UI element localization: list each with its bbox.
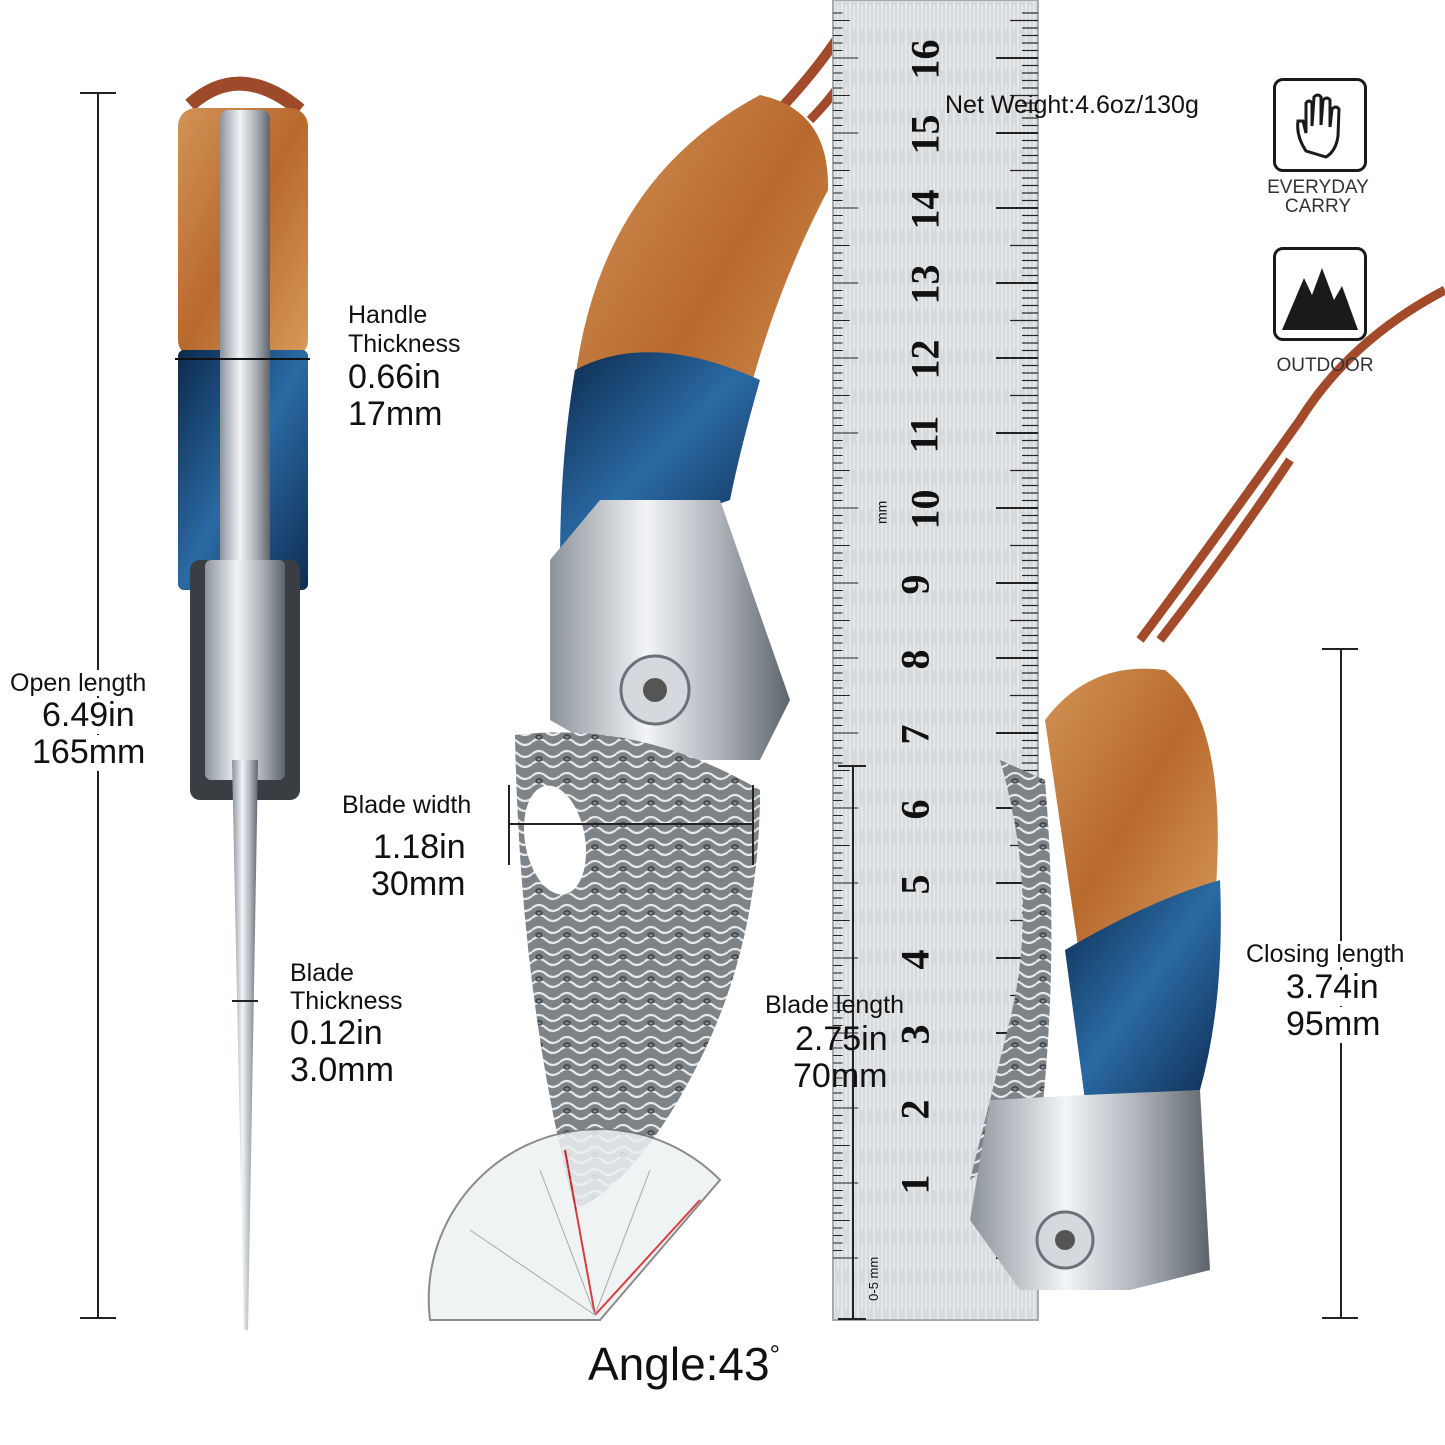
blade-width-inch: 1.18in [373, 828, 466, 866]
closed-knife [970, 286, 1445, 1290]
protractor [427, 1128, 722, 1321]
ruler-number: 2 [892, 1099, 938, 1120]
blade-length-inch: 2.75in [795, 1020, 888, 1058]
side-view-knife [178, 76, 308, 1330]
blade-width-mm: 30mm [371, 865, 466, 903]
ruler-number: 10 [902, 489, 948, 530]
ruler-number: 5 [892, 874, 938, 895]
ruler-number: 3 [892, 1024, 938, 1045]
open-length-label: Open length [10, 669, 147, 697]
ruler-number: 9 [892, 574, 938, 595]
handle-thickness-mm: 17mm [348, 395, 443, 433]
angle-label: Angle:43° [588, 1340, 780, 1388]
ruler-number: 12 [902, 339, 948, 380]
hand-icon [1273, 78, 1367, 172]
ruler-number: 7 [892, 724, 938, 745]
badge-caption-line1: EVERYDAY [1267, 177, 1369, 198]
open-knife [515, 0, 885, 1210]
net-weight-label: Net Weight:4.6oz/130g [945, 91, 1199, 119]
badge-outdoor-caption: OUTDOOR [1276, 355, 1374, 376]
handle-thickness-label-line2: Thickness [348, 330, 461, 358]
blade-width-line [510, 823, 754, 825]
ruler-number: 13 [902, 264, 948, 305]
handle-thickness-inch: 0.66in [348, 358, 441, 396]
ruler-number: 14 [902, 189, 948, 230]
closing-length-inch: 3.74in [1286, 968, 1379, 1006]
ruler-number: 15 [902, 114, 948, 155]
open-length-inch: 6.49in [42, 696, 135, 734]
blade-thickness-inch: 0.12in [290, 1014, 383, 1052]
blade-thickness-label-line2: Thickness [290, 987, 403, 1015]
open-length-mm: 165mm [32, 733, 146, 771]
open-length-cap-top [80, 92, 116, 94]
blade-length-line [852, 765, 854, 1320]
angle-degree-symbol: ° [769, 1339, 781, 1370]
closing-length-label: Closing length [1246, 940, 1405, 968]
open-length-cap-bottom [80, 1317, 116, 1319]
blade-length-label: Blade length [765, 991, 905, 1019]
ruler-unit-label: 0-5 mm [866, 1256, 882, 1301]
blade-width-cap-right [752, 785, 754, 865]
angle-value: Angle:43 [588, 1338, 770, 1390]
mountain-icon [1273, 247, 1367, 341]
blade-length-cap-bottom [838, 1318, 866, 1320]
badge-everyday-carry-caption: EVERYDAY CARRY [1250, 178, 1386, 216]
badge-caption-line2: CARRY [1284, 196, 1352, 217]
closing-length-cap-top [1322, 648, 1358, 650]
ruler-number: 16 [902, 39, 948, 80]
closing-length-mm: 95mm [1286, 1005, 1381, 1043]
ruler-number: 6 [892, 799, 938, 820]
ruler-number: 8 [892, 649, 938, 670]
ruler-number: 1 [892, 1174, 938, 1195]
blade-thickness-mm: 3.0mm [290, 1051, 394, 1089]
closing-length-cap-bottom [1322, 1317, 1358, 1319]
blade-length-cap-top [838, 765, 866, 767]
blade-length-mm: 70mm [793, 1057, 888, 1095]
handle-thickness-label-line1: Handle [348, 301, 428, 329]
handle-thickness-line [175, 358, 310, 360]
ruler-number: 11 [901, 415, 947, 454]
ruler-number: 4 [892, 949, 938, 970]
blade-width-cap-left [508, 785, 510, 865]
blade-thickness-label-line1: Blade [290, 959, 354, 987]
blade-thickness-line [232, 1000, 258, 1002]
blade-width-label: Blade width [342, 791, 472, 819]
ruler-unit-mm: mm [873, 500, 890, 525]
